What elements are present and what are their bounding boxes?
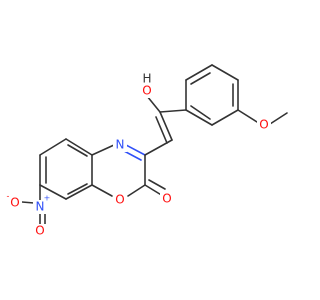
hydroxyl-hydrogen-label: H xyxy=(142,72,151,86)
bond-aryl-inner-1 xyxy=(190,72,211,85)
nitro-oxygen-charge-label: - xyxy=(7,192,10,201)
structure-canvas: O H O N O O N + O - O xyxy=(6,64,288,238)
bond-methoxy-o xyxy=(237,109,258,123)
bond-benzo-inner-3 xyxy=(67,183,88,195)
bond-benzo-4 xyxy=(39,184,67,200)
bond-ring-c-o xyxy=(127,184,146,197)
bond-aryl-3 xyxy=(211,64,239,81)
bond-benzo-inner-1 xyxy=(67,144,88,157)
bond-vinyl-2 xyxy=(159,111,173,141)
bond-enol-oh xyxy=(146,95,161,113)
ring-oxygen-bg xyxy=(113,193,127,207)
bond-ring-n-c-double xyxy=(123,150,142,161)
methoxy-oxygen-bg xyxy=(257,118,271,132)
bond-aryl-2 xyxy=(185,64,213,81)
hydroxyl-oxygen-bg xyxy=(140,84,154,98)
bond-carbonyl-double xyxy=(148,179,166,190)
methoxy-oxygen-label: O xyxy=(259,118,268,132)
atom-labels: O H O N O O N + O - O xyxy=(7,72,271,238)
bond-vinyl-3 xyxy=(159,109,187,113)
bond-benzo-1 xyxy=(65,138,93,156)
hydroxyl-oxygen-label: O xyxy=(142,84,151,98)
bond-ring-cn xyxy=(91,144,115,156)
nitro-oxygen-double-label: O xyxy=(35,224,44,238)
ring-oxygen-label: O xyxy=(115,193,124,207)
bonds xyxy=(21,64,288,225)
nitro-nitrogen-label: N xyxy=(36,200,45,214)
nitro-oxygen-double-bg xyxy=(33,224,47,238)
nitro-charge-label: + xyxy=(44,194,51,203)
nitro-oxygen-single-label: O xyxy=(10,196,19,210)
bond-vinyl-1 xyxy=(144,139,173,156)
bond-nitro-o-single xyxy=(21,201,35,204)
bond-aryl-6 xyxy=(185,109,213,126)
bond-benzo-3 xyxy=(65,184,93,200)
nitro-nitrogen-bg xyxy=(33,200,47,214)
carbonyl-oxygen-bg xyxy=(160,192,174,206)
nitro-oxygen-single-bg xyxy=(8,196,22,210)
bond-methoxy-c xyxy=(269,112,288,125)
bond-ring-benzo-o xyxy=(91,184,113,197)
bond-benzo-6 xyxy=(39,138,67,156)
ring-nitrogen-bg xyxy=(113,138,127,152)
bond-ring-n-c xyxy=(125,144,146,156)
bond-aryl-5 xyxy=(211,109,239,126)
molecule-diagram: O H O N O O N + O - O xyxy=(7,64,288,238)
bond-vinyl-double xyxy=(155,116,168,144)
carbonyl-oxygen-label: O xyxy=(162,192,171,206)
ring-nitrogen-label: N xyxy=(116,138,125,152)
bond-aryl-inner-3 xyxy=(190,105,211,120)
